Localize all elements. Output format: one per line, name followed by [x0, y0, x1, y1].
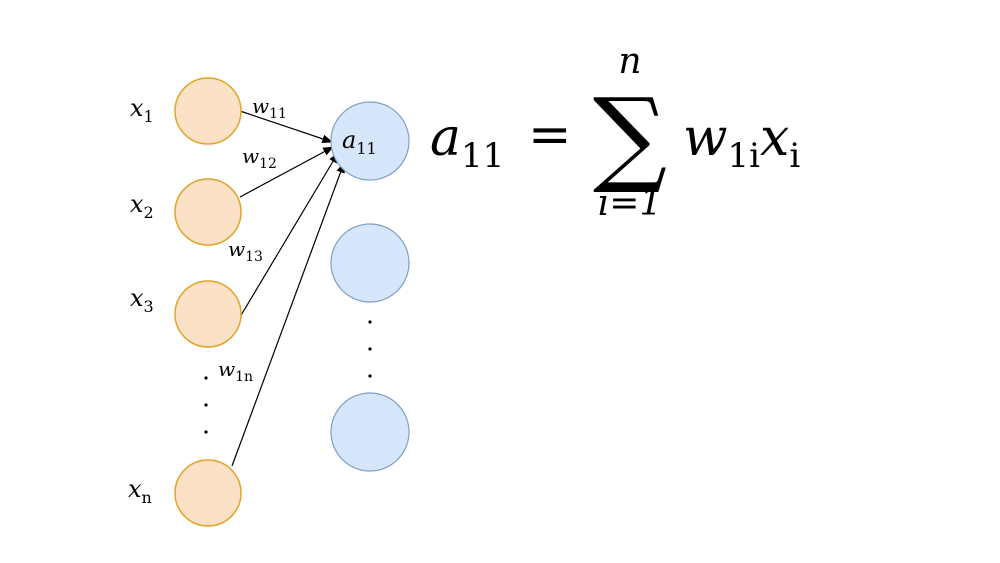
weight-label-w12: w12	[242, 144, 277, 172]
ellipsis-dot-input-1	[204, 376, 208, 380]
input-label-3: x3	[130, 284, 154, 316]
edge-x1-a11	[239, 110, 334, 143]
ellipsis-dot-input-2	[204, 403, 208, 407]
equation-rhs: w1ixi	[683, 108, 800, 176]
input-node-2	[174, 178, 242, 246]
input-node-1	[174, 77, 242, 145]
sum-symbol: ∑	[593, 75, 667, 197]
edge-x2-a11	[239, 146, 334, 198]
ellipsis-dot-input-3	[204, 430, 208, 434]
edge-x3-a11	[239, 152, 339, 318]
equation-equals: =	[528, 105, 572, 165]
sum-lower-limit: i=1	[598, 183, 663, 224]
weight-label-w1n: w1n	[218, 357, 253, 385]
ellipsis-dot-hidden-2	[368, 347, 372, 351]
hidden-node-2	[330, 223, 410, 303]
edge-xn-a11	[231, 161, 345, 467]
input-node-3	[174, 280, 242, 348]
weight-label-w11: w11	[252, 94, 287, 122]
input-label-2: x2	[130, 190, 154, 222]
output-node-label: a11	[342, 126, 377, 158]
input-label-n: xn	[128, 475, 152, 507]
sum-upper-limit: n	[618, 41, 641, 82]
input-label-1: x1	[130, 94, 154, 126]
equation: a11 = ∑ n i=1 w1ixi	[430, 41, 800, 224]
input-node-n	[174, 459, 242, 527]
output-node-a11	[330, 101, 410, 181]
ellipsis-dot-hidden-3	[368, 374, 372, 378]
weight-label-w13: w13	[228, 237, 263, 265]
equation-lhs: a11	[430, 108, 504, 176]
hidden-node-3	[330, 392, 410, 472]
ellipsis-dot-hidden-1	[368, 320, 372, 324]
